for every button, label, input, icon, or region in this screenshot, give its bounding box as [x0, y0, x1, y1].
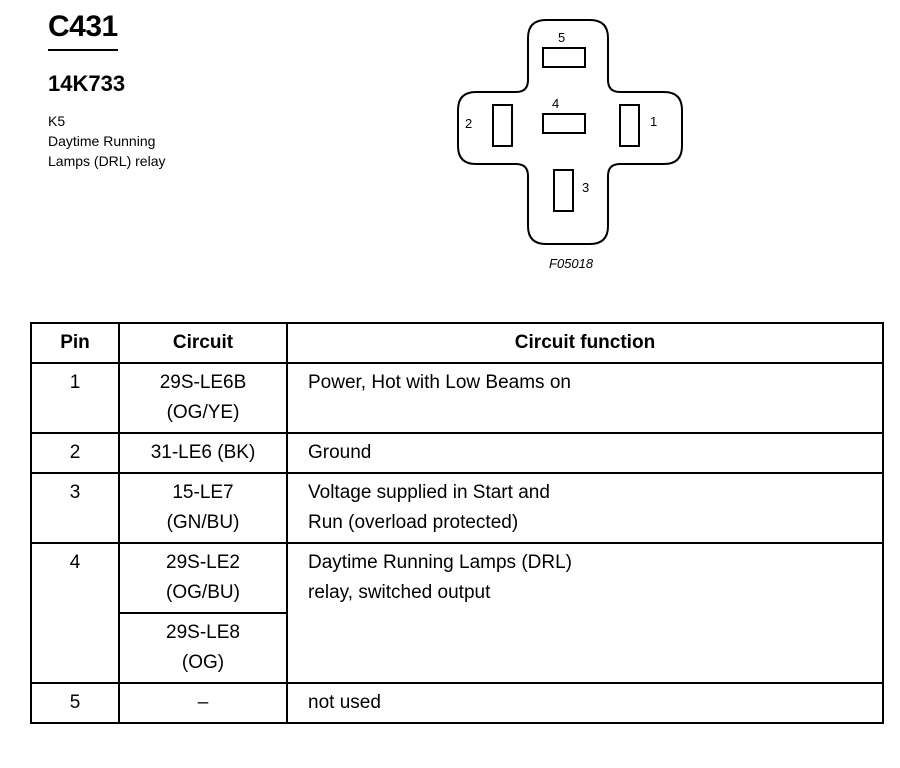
function-cell: Daytime Running Lamps (DRL) relay, switc…	[286, 542, 884, 684]
function-line: Voltage supplied in Start and	[308, 482, 550, 503]
table-row: 4 29S-LE2 (OG/BU) Daytime Running Lamps …	[30, 542, 884, 684]
pin-1-label: 1	[650, 114, 657, 129]
description-line: K5	[48, 113, 66, 129]
header-pin: Pin	[30, 322, 120, 364]
table-row: 2 31-LE6 (BK) Ground	[30, 432, 884, 474]
description-line: Daytime Running	[48, 133, 156, 149]
header-circuit-function: Circuit function	[286, 322, 884, 364]
function-cell: Voltage supplied in Start and Run (overl…	[286, 472, 884, 544]
pin-cell: 2	[30, 432, 120, 474]
connector-header: C431 14K733 K5 Daytime Running Lamps (DR…	[48, 10, 348, 171]
circuit-line: (OG/BU)	[166, 582, 240, 603]
function-cell: Power, Hot with Low Beams on	[286, 362, 884, 434]
connector-outline-svg: 5 2 4 1 3	[457, 19, 683, 245]
table-header-row: Pin Circuit Circuit function	[30, 322, 884, 364]
circuit-line: 29S-LE2	[166, 552, 240, 573]
function-cell: not used	[286, 682, 884, 724]
circuit-cell: 29S-LE6B (OG/YE)	[118, 362, 288, 434]
pin-cell: 3	[30, 472, 120, 544]
figure-id: F05018	[549, 256, 594, 271]
pin-1-terminal	[619, 104, 640, 147]
table-row: 29S-LE8 (OG)	[31, 612, 883, 684]
function-line: Ground	[308, 442, 372, 463]
table-row: 5 – not used	[30, 682, 884, 724]
circuit-cell: 15-LE7 (GN/BU)	[118, 472, 288, 544]
pin-cell: 1	[30, 362, 120, 434]
circuit-line: 29S-LE8	[166, 622, 240, 643]
pin-3-terminal	[553, 169, 574, 212]
pin-5-terminal	[542, 47, 586, 68]
connector-face-diagram: 5 2 4 1 3	[440, 12, 700, 282]
function-line: Daytime Running Lamps (DRL)	[308, 552, 572, 573]
circuit-cell: 29S-LE2 (OG/BU)	[118, 542, 288, 614]
pin-2-terminal	[492, 104, 513, 147]
circuit-line: (OG/YE)	[166, 402, 240, 423]
table-row: 1 29S-LE6B (OG/YE) Power, Hot with Low B…	[30, 362, 884, 434]
circuit-cell: 29S-LE8 (OG)	[118, 612, 288, 684]
pin-cell: 4	[30, 542, 120, 684]
table-row: 3 15-LE7 (GN/BU) Voltage supplied in Sta…	[30, 472, 884, 544]
header-circuit: Circuit	[118, 322, 288, 364]
circuit-line: (OG)	[181, 652, 225, 673]
circuit-line: 29S-LE6B	[159, 372, 247, 393]
connector-id: C431	[48, 10, 118, 51]
circuit-line: 31-LE6 (BK)	[150, 442, 256, 463]
description-line: Lamps (DRL) relay	[48, 153, 166, 169]
part-number: 14K733	[48, 71, 126, 96]
circuit-line: –	[197, 692, 209, 713]
function-line: not used	[308, 692, 381, 713]
pinout-table: Pin Circuit Circuit function 1 29S-LE6B …	[30, 322, 884, 724]
pin-2-label: 2	[465, 116, 472, 131]
circuit-line: 15-LE7	[172, 482, 234, 503]
circuit-line: (GN/BU)	[166, 512, 240, 533]
pin-4-label: 4	[552, 96, 559, 111]
pin-5-label: 5	[558, 30, 565, 45]
component-description: K5 Daytime Running Lamps (DRL) relay	[48, 111, 348, 171]
circuit-cell: –	[118, 682, 288, 724]
pin-3-label: 3	[582, 180, 589, 195]
function-line: Run (overload protected)	[308, 512, 519, 533]
pin-4-terminal	[542, 113, 586, 134]
function-line: relay, switched output	[308, 582, 491, 603]
circuit-cell: 31-LE6 (BK)	[118, 432, 288, 474]
function-cell: Ground	[286, 432, 884, 474]
function-line: Power, Hot with Low Beams on	[308, 372, 571, 393]
pin-cell: 5	[30, 682, 120, 724]
connector-outline	[457, 19, 683, 245]
